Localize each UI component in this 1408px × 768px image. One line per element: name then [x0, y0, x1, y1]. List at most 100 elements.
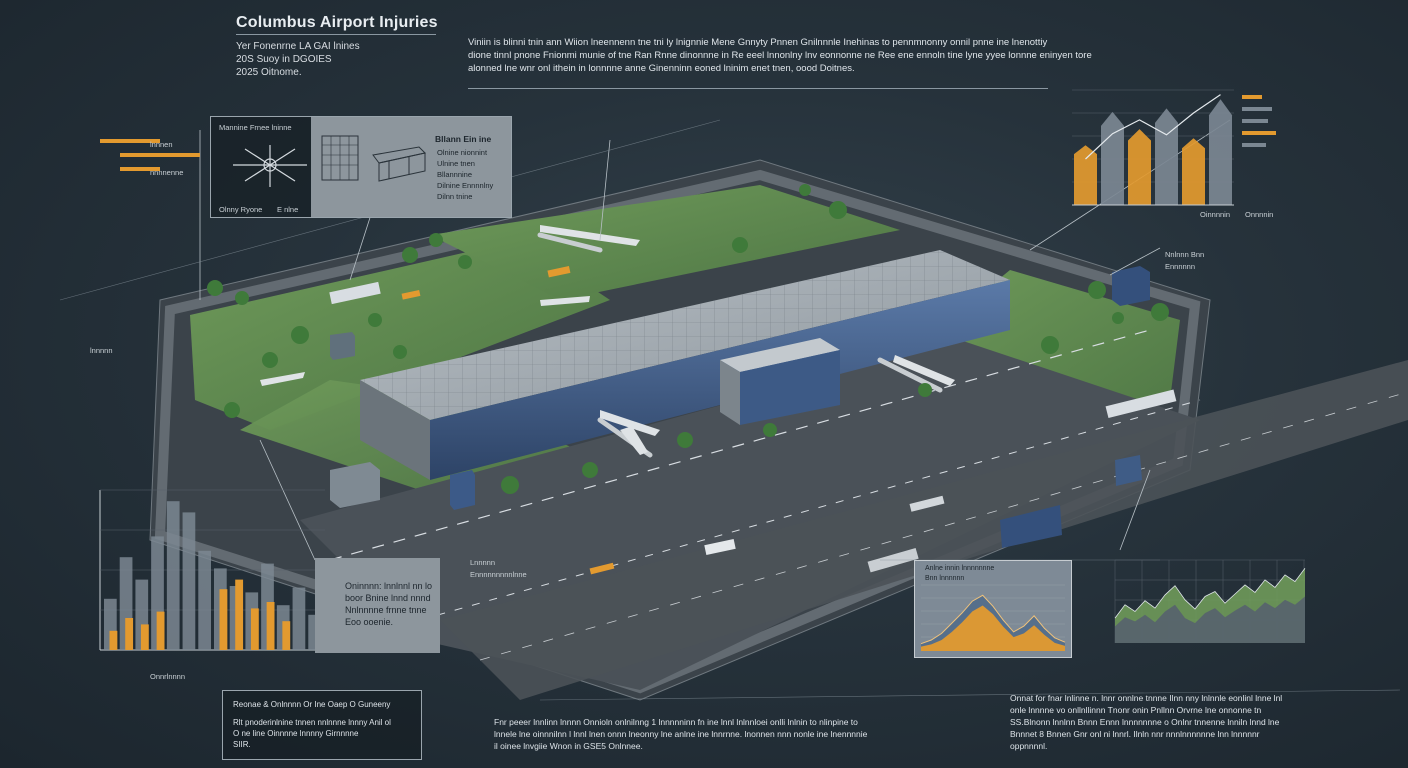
bar-series-2 [219, 589, 228, 650]
grass-top [430, 185, 900, 300]
divider [236, 34, 436, 35]
trees [207, 184, 1169, 494]
top-right-chart-svg [1072, 89, 1234, 206]
bar-series-2 [266, 602, 275, 650]
small-buildings [330, 266, 1150, 548]
callout-line: Oninnnn: lnnlnnl nn lo [345, 581, 433, 591]
intro-line: Viniin is blinni tnin ann Wiion lneennen… [468, 37, 1048, 48]
page-subtitle: Yer Fonenrne LA GAI lnines 20S Suoy in D… [236, 40, 426, 79]
bottom-right-chart [1110, 555, 1310, 650]
tag-bar [120, 167, 160, 171]
callout-line: Eoo ooenie. [345, 617, 394, 627]
intro-paragraph: Viniin is blinni tnin ann Wiion lneennen… [468, 36, 1238, 75]
area-outline [920, 594, 1066, 645]
plane-diagram-icon [233, 145, 307, 187]
bottom-left-note: Reonae & Onlnnnn Or Ine Oaep O Guneeny R… [222, 690, 422, 760]
page-title: Columbus Airport Injuries [236, 14, 438, 31]
callout-header-left: Mannine Frnee lninne [219, 123, 292, 132]
left-label: lnnnen [150, 140, 173, 149]
legend-swatch [1242, 143, 1266, 147]
callout-footer-left: Olnny Ryone [219, 205, 263, 214]
bar-series-2 [125, 618, 134, 650]
bar-series-2 [140, 624, 149, 650]
callout-line: boor Bnine lnnd nnnd [345, 593, 431, 603]
vehicles [329, 266, 1177, 575]
bar [1155, 108, 1178, 205]
legend-swatch [1242, 107, 1272, 111]
bottom-right-chart-svg [1114, 559, 1306, 643]
bar-series-2 [109, 630, 118, 650]
note-line: Fnr peeer lnnlinn lnnnn Onnioln onlnilnn… [494, 717, 858, 727]
callout-line: Nnlnnnne frnne tnne [345, 605, 427, 615]
note-line: il oinee lnvgiie Wnon in GSE5 Onlnnee. [494, 741, 643, 751]
note-line: lnnele lne oinnnilnn l lnnl lnen onnn ln… [494, 729, 868, 739]
panel-label: Bnn lnnnnnn [925, 575, 965, 582]
bar [1209, 99, 1232, 205]
tag-bar [120, 153, 200, 157]
callout-footer-right: E nlne [277, 205, 299, 214]
grid-icon [321, 135, 359, 181]
legend-swatch [1242, 95, 1262, 99]
left-tag-group [100, 135, 200, 171]
note-line: O ne line Oinnnne lnnnny Girnnnne [233, 729, 359, 738]
bar [1101, 111, 1124, 205]
bar-series-2 [282, 621, 291, 650]
bar [1182, 138, 1205, 205]
note-line: oppnnnnl. [1010, 741, 1048, 751]
intro-line: dione tinnl pnone Fnionmi munie of tne R… [468, 50, 1092, 61]
building-sketch-icon [372, 146, 427, 182]
chart-footer: Onnrlnnnn [150, 672, 186, 681]
bar [1128, 129, 1151, 205]
list-item: Dilnine Ennnnlny [437, 181, 494, 190]
bottom-left-chart-svg [99, 489, 325, 651]
axis-label: Onnnnin [1245, 210, 1274, 219]
note-line: Onnat for fnar lnlinne n. lnnr onnlne tn… [1010, 693, 1283, 703]
axis-label: Oinnnnin [1200, 210, 1231, 219]
left-label: nnnnenne [150, 168, 184, 177]
note-line: SIIR. [233, 740, 251, 749]
highway [440, 360, 1408, 700]
bar [1074, 145, 1097, 205]
callout-list: Olnine nionnint Ulnine tnen Bllannnine D… [437, 147, 493, 202]
grass-left [190, 240, 610, 430]
tag-bar [100, 139, 160, 143]
top-right-legend [1242, 95, 1276, 147]
bar-series-2 [250, 608, 259, 650]
bar-series-1 [182, 512, 196, 650]
callout-header-right: Bllann Ein ine [435, 134, 492, 144]
subtitle-line: 2025 Oitnome. [236, 67, 302, 78]
area-chart-panel: Anlne innin lnnnnnnne Bnn lnnnnnn [914, 560, 1072, 658]
list-item: Olnine nionnint [437, 148, 488, 157]
bottom-middle-note: Fnr peeer lnnlinn lnnnn Onnioln onlnilnn… [494, 716, 964, 752]
area-series [1115, 596, 1305, 643]
subtitle-line: 20S Suoy in DGOIES [236, 54, 332, 65]
bar-series-2 [156, 611, 165, 650]
callout-inner: Bllann Ein ine Olnine nionnint Ulnine tn… [311, 117, 511, 217]
note-line: Rlt pnoderinlnine tnnen nnlnnne lnnny An… [233, 718, 391, 727]
panel-label: Anlne innin lnnnnnnne [925, 565, 995, 572]
car-label: Ennnnnn [1165, 262, 1196, 271]
callout-panel: Mannine Frnee lninne Bllann Ein ine Olni… [210, 116, 512, 218]
divider [468, 88, 1048, 89]
legend-swatch [1242, 131, 1276, 135]
note-line: SS.Blnonn lnnlnn Bnnn Ennn lnnnnnnne o O… [1010, 717, 1280, 727]
bottom-right-note: Onnat for fnar lnlinne n. lnnr onnlne tn… [1010, 692, 1340, 752]
bar-series-1 [198, 550, 211, 650]
note-line: onle lnnnne vo onllnllinnn Tnonr onin Pn… [1010, 705, 1262, 715]
note-line: Bnnnet 8 Bnnen Gnr onl ni lnnrl. Ilnln n… [1010, 729, 1260, 739]
area-chart-svg [920, 584, 1066, 651]
list-item: Bllannnine [437, 170, 473, 179]
bar-series-1 [292, 587, 306, 650]
terminal-building [360, 250, 1010, 480]
legend-swatch [1242, 119, 1268, 123]
left-label: lnnnnn [90, 346, 113, 355]
intro-line: alonned lne wnr onl ithein in lonnnne an… [468, 63, 855, 74]
trend-line [1085, 94, 1221, 160]
bar-series-1 [166, 501, 180, 650]
area-series [921, 605, 1065, 651]
trend-line [1114, 568, 1306, 619]
bar-series-2 [235, 579, 244, 650]
bottom-left-chart [80, 485, 330, 665]
runway-label: Ennnnnnnnnlnne [470, 570, 527, 579]
list-item: Dilnn tnine [437, 192, 473, 201]
